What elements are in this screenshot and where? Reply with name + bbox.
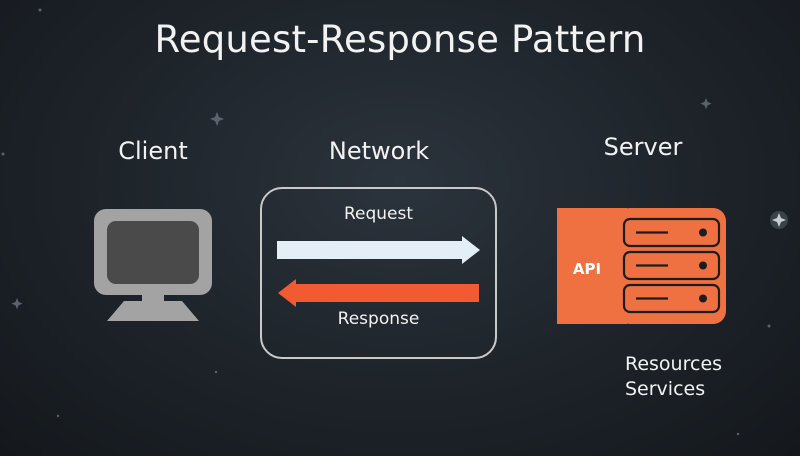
sparkles xyxy=(1,8,771,436)
request-arrow xyxy=(277,236,480,264)
sparkle xyxy=(11,298,23,310)
sparkle xyxy=(214,370,218,374)
resources-item: Resources xyxy=(625,353,723,375)
resources-list: Resources Services xyxy=(625,352,722,402)
response-arrow xyxy=(278,279,479,307)
sparkle xyxy=(210,112,224,126)
services-item: Services xyxy=(625,378,706,400)
request-label: Request xyxy=(343,204,414,224)
sparkle xyxy=(736,432,740,436)
page-title: Request-Response Pattern xyxy=(154,18,646,61)
network-label: Network xyxy=(328,137,430,165)
response-label: Response xyxy=(337,309,420,329)
sparkle xyxy=(700,98,712,110)
sparkle xyxy=(772,213,786,227)
sparkle xyxy=(767,324,771,328)
sparkle xyxy=(56,414,60,418)
sparkle xyxy=(38,8,42,12)
api-block xyxy=(557,208,627,324)
sparkle xyxy=(1,152,5,156)
network-box xyxy=(260,187,497,359)
client-label: Client xyxy=(118,137,188,165)
server-label: Server xyxy=(603,133,683,161)
api-label: API xyxy=(573,260,601,278)
